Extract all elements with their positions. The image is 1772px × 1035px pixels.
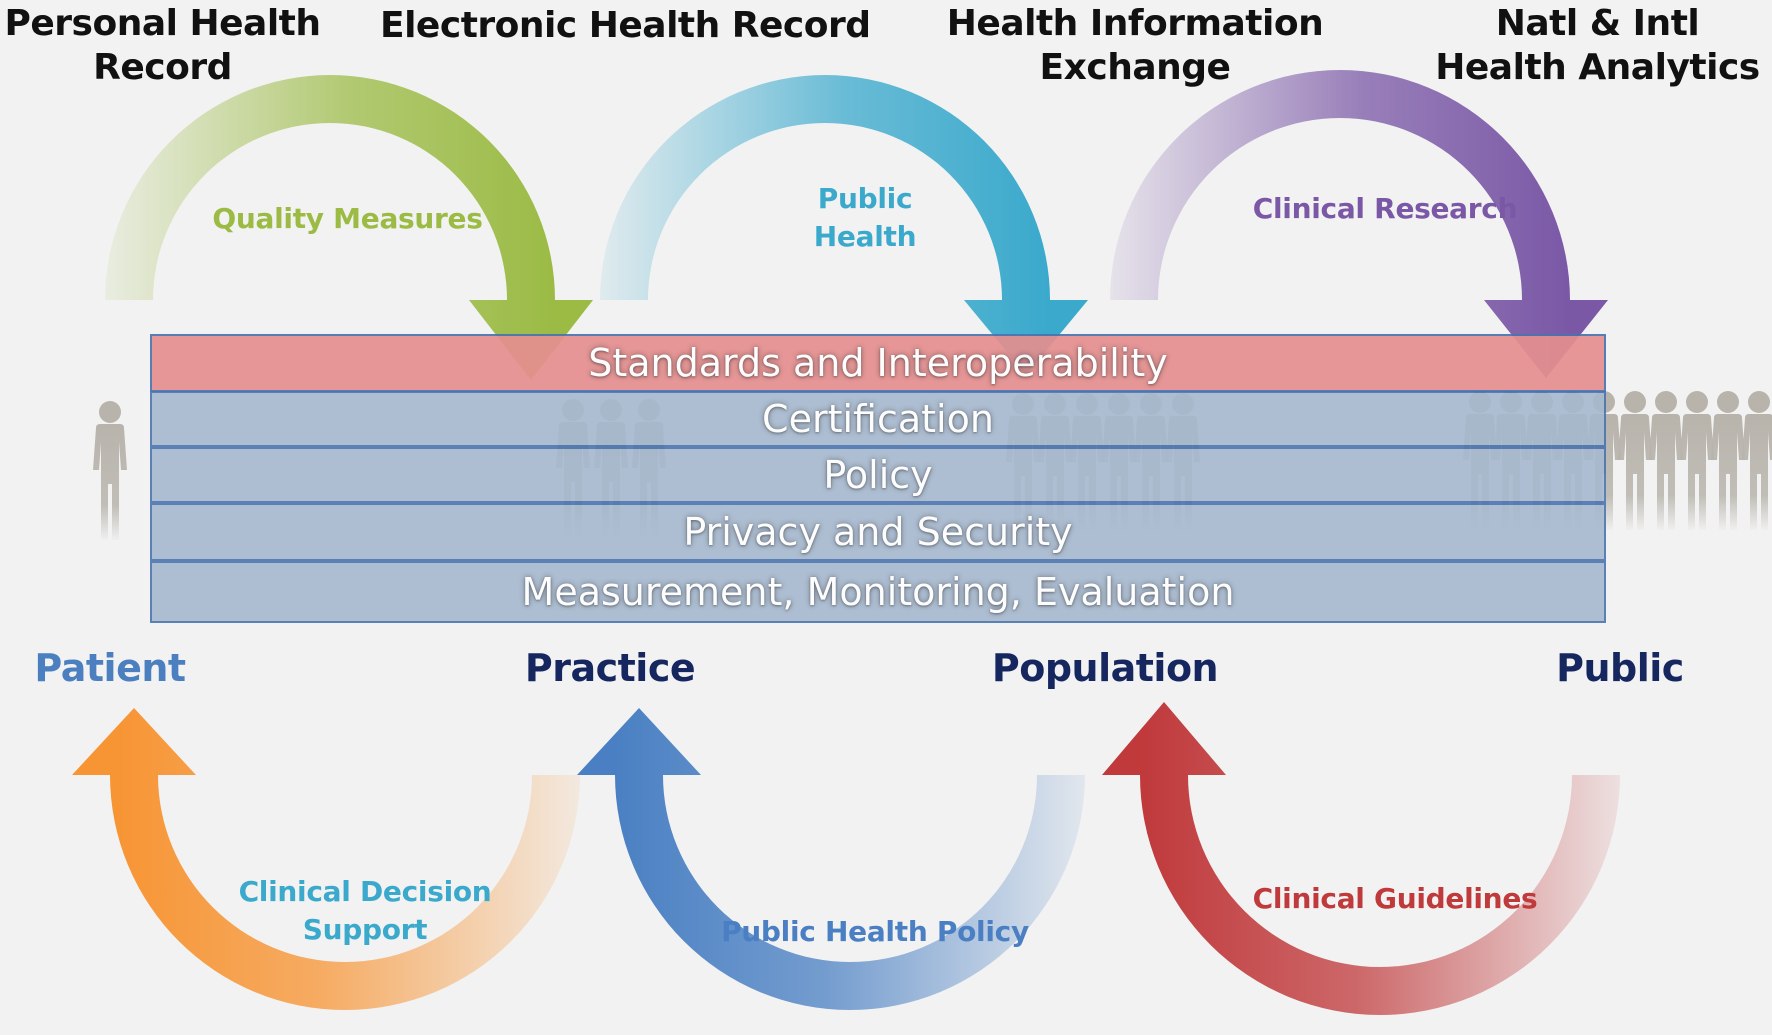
band-privacy-security: Privacy and Security (150, 503, 1606, 561)
bottom-arcs-layer (72, 702, 1620, 1015)
person-icon (1680, 391, 1714, 530)
bottom-arc-cds (72, 708, 580, 1010)
band-certification: Certification (150, 391, 1606, 447)
person-icon (1711, 391, 1745, 530)
top-arc-quality (105, 75, 593, 380)
arc-label-clinical-guidelines: Clinical Guidelines (1252, 882, 1538, 915)
top-arc-public-health (600, 75, 1088, 375)
arc-label-clinical-research: Clinical Research (1252, 192, 1518, 225)
node-practice: Practice (524, 646, 696, 690)
patient-people (93, 401, 127, 540)
person-icon (93, 401, 127, 540)
top-arc-clinical-research (1110, 70, 1608, 378)
bottom-arc-guidelines (1102, 702, 1620, 1015)
top-arcs-layer (105, 70, 1608, 380)
person-icon (1742, 391, 1772, 530)
band-measurement-monitoring-evaluation: Measurement, Monitoring, Evaluation (150, 561, 1606, 623)
person-icon (1649, 391, 1683, 530)
band-policy: Policy (150, 447, 1606, 503)
node-public: Public (1556, 646, 1684, 690)
person-icon (1618, 391, 1652, 530)
band-standards-interoperability: Standards and Interoperability (150, 334, 1606, 392)
arc-label-public-health-policy: Public Health Policy (721, 915, 1029, 948)
node-patient: Patient (34, 646, 186, 690)
bottom-arc-phpolicy (577, 708, 1085, 1010)
arc-label-quality-measures: Quality Measures (212, 202, 483, 235)
system-label-ehr: Electronic Health Record (380, 5, 871, 46)
node-population: Population (991, 646, 1219, 690)
